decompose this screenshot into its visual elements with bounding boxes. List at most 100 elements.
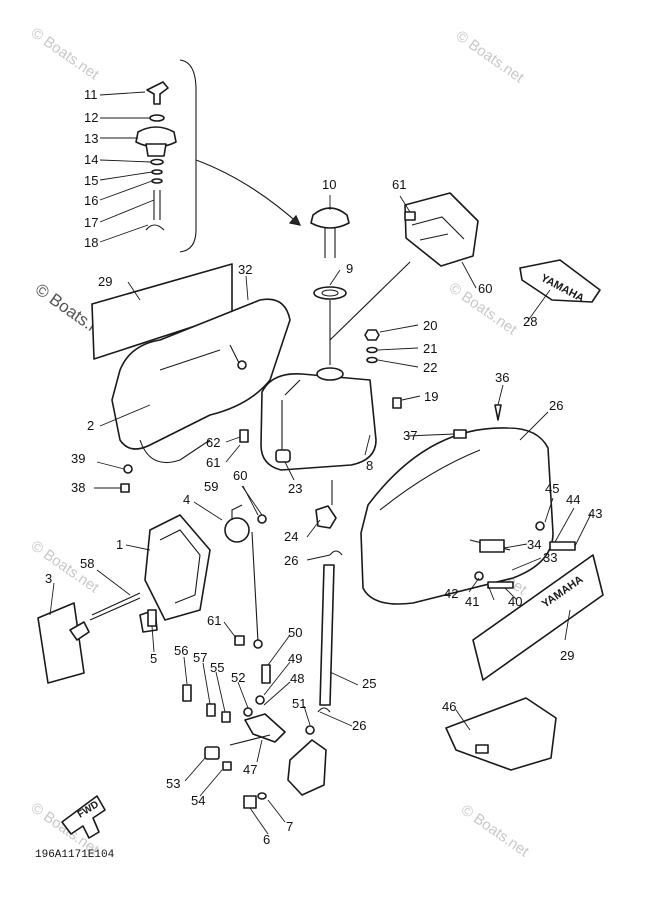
callout-number: 39 (71, 451, 85, 466)
part-cowling-clip (453, 429, 467, 439)
leader-line (199, 769, 223, 797)
callout-number: 5 (150, 651, 157, 666)
callout-number: 60 (478, 281, 492, 296)
callout-number: 2 (87, 418, 94, 433)
part-spacer (221, 711, 231, 723)
part-washer (243, 707, 253, 717)
part-fuel-hose (319, 564, 335, 706)
callout-number: 53 (166, 776, 180, 791)
callout-number: 17 (84, 215, 98, 230)
callout-number: 54 (191, 793, 205, 808)
callout-number: 18 (84, 235, 98, 250)
callout-number: 14 (84, 152, 98, 167)
leader-line (202, 662, 211, 705)
callout-number: 50 (288, 625, 302, 640)
part-lower-cover-left (111, 298, 291, 450)
fuel-cap-detail-group (135, 59, 302, 253)
leader-line (329, 671, 359, 686)
leader-line (241, 485, 263, 516)
leader-line (225, 436, 241, 443)
callout-number: 62 (206, 435, 220, 450)
callout-number: 3 (45, 571, 52, 586)
part-collar (206, 703, 216, 717)
part-gasket (151, 178, 163, 184)
part-chain-clip (145, 224, 165, 231)
callout-number: 21 (423, 341, 437, 356)
callout-number: 4 (183, 492, 190, 507)
callout-number: 41 (465, 594, 479, 609)
leader-line (526, 289, 551, 323)
part-washer (366, 346, 378, 354)
leader-line (406, 433, 455, 437)
callout-number: 34 (527, 537, 541, 552)
leader-line (306, 519, 321, 538)
leader-line (504, 587, 518, 601)
leader-line (267, 634, 291, 666)
leader-line (497, 384, 504, 406)
part-nut (253, 639, 263, 649)
part-seal (151, 169, 163, 175)
leader-line (377, 359, 419, 368)
detail-pointer-line (195, 159, 301, 226)
leader-line (223, 621, 237, 639)
callout-number: 46 (442, 699, 456, 714)
part-mount-bracket (144, 514, 211, 621)
callout-number: 32 (238, 262, 252, 277)
part-hose-clip (329, 550, 343, 556)
callout-number: 26 (352, 718, 366, 733)
callout-number: 60 (233, 468, 247, 483)
part-link-rod (229, 734, 271, 746)
callout-number: 37 (403, 428, 417, 443)
part-o-ring (150, 158, 164, 166)
part-cap-ring (313, 286, 347, 300)
part-link-plate (244, 713, 286, 743)
callout-number: 40 (508, 594, 522, 609)
drawing-code: 196A1171E104 (35, 849, 115, 861)
callout-number: 58 (80, 556, 94, 571)
lower-cover-left (91, 263, 291, 464)
part-bracket-detail (411, 216, 465, 241)
leader-line (544, 497, 554, 523)
callout-number: 49 (288, 651, 302, 666)
leader-line (125, 544, 151, 551)
part-fuel-cock (287, 739, 327, 796)
part-fuel-cap-stem (324, 228, 336, 258)
part-top-cowling (360, 427, 554, 605)
part-fuel-tank (260, 373, 377, 471)
part-screw (239, 429, 249, 443)
leader-line (267, 799, 286, 823)
leader-line (96, 569, 131, 596)
part-screw (222, 761, 232, 771)
part-cowling-screw (494, 404, 502, 421)
callout-number: 12 (84, 110, 98, 125)
leader-line (303, 705, 311, 726)
leader-line (99, 404, 151, 427)
callout-number: 61 (392, 177, 406, 192)
callout-number: 19 (424, 389, 438, 404)
watermark: © Boats.net (28, 24, 103, 83)
leader-line (306, 554, 331, 561)
part-fuel-cap-body (145, 143, 167, 157)
fuel-cap-assembly (310, 207, 350, 365)
part-screw (147, 609, 157, 627)
part-bolt (182, 684, 192, 702)
callout-number: 26 (549, 398, 563, 413)
callout-number: 38 (71, 480, 85, 495)
callout-number: 26 (284, 553, 298, 568)
part-tank-cushion (275, 449, 291, 463)
part-nut (364, 329, 380, 341)
leader-line (487, 584, 495, 601)
leader-line (183, 656, 188, 685)
leader-line (364, 434, 371, 456)
leader-line (256, 739, 263, 763)
callout-number: 16 (84, 193, 98, 208)
leader-line (511, 557, 542, 571)
callout-number: 10 (322, 177, 336, 192)
callout-number: 61 (207, 613, 221, 628)
callout-number: 61 (206, 455, 220, 470)
leader-line (455, 709, 471, 731)
part-cap-chain (153, 190, 161, 220)
leader-line (99, 224, 149, 243)
callout-number: 22 (423, 360, 437, 375)
